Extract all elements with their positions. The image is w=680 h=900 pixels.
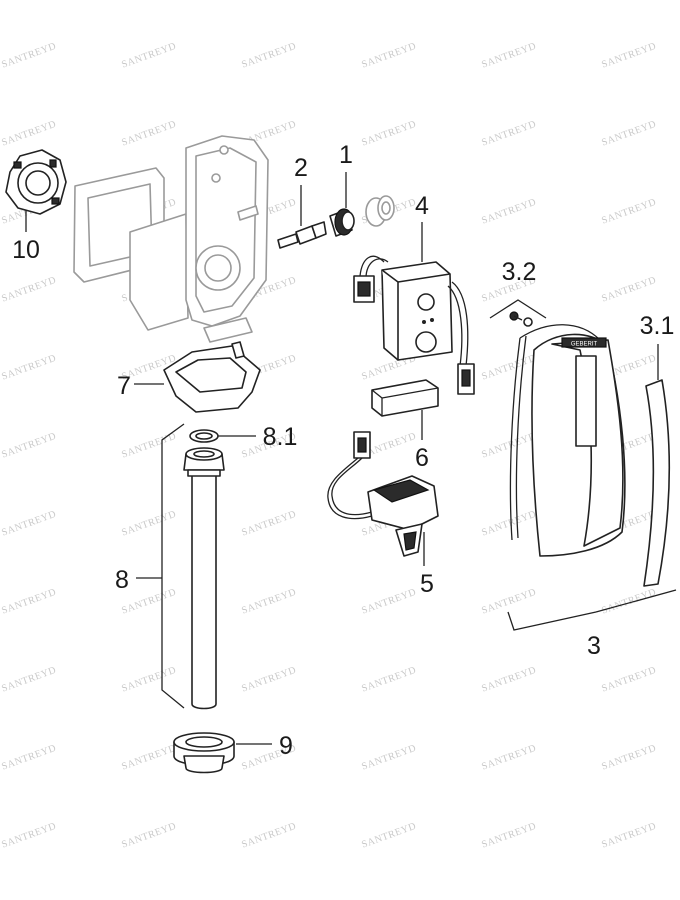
part-10-ring-nut bbox=[5, 149, 67, 215]
watermark-text: SANTREYD bbox=[0, 119, 58, 149]
label-1: 1 bbox=[339, 141, 353, 169]
watermark-text: SANTREYD bbox=[480, 743, 538, 773]
part-2-valve-pin bbox=[277, 221, 327, 249]
label-3-2: 3.2 bbox=[502, 258, 537, 286]
watermark-text: SANTREYD bbox=[240, 665, 298, 695]
part-3-2-screw bbox=[509, 311, 533, 327]
watermark-text: SANTREYD bbox=[120, 743, 178, 773]
watermark-text: SANTREYD bbox=[480, 509, 538, 539]
part-9-bushing bbox=[173, 732, 235, 774]
watermark-text: SANTREYD bbox=[600, 197, 658, 227]
watermark-text: SANTREYD bbox=[480, 119, 538, 149]
watermark-text: SANTREYD bbox=[120, 119, 178, 149]
watermark-text: SANTREYD bbox=[600, 119, 658, 149]
watermark-text: SANTREYD bbox=[600, 587, 658, 617]
watermark-text: SANTREYD bbox=[480, 431, 538, 461]
part-3-1-strip bbox=[643, 379, 671, 587]
watermark-text: SANTREYD bbox=[480, 587, 538, 617]
watermark-text: SANTREYD bbox=[360, 119, 418, 149]
watermark-text: SANTREYD bbox=[480, 665, 538, 695]
watermark-text: SANTREYD bbox=[0, 743, 58, 773]
watermark-text: SANTREYD bbox=[0, 509, 58, 539]
watermark-text: SANTREYD bbox=[360, 41, 418, 71]
watermark-text: SANTREYD bbox=[240, 821, 298, 851]
watermark-text: SANTREYD bbox=[480, 353, 538, 383]
watermark-text: SANTREYD bbox=[480, 821, 538, 851]
watermark-text: SANTREYD bbox=[600, 275, 658, 305]
watermark-text: SANTREYD bbox=[120, 587, 178, 617]
watermark-text: SANTREYD bbox=[600, 821, 658, 851]
label-3-1: 3.1 bbox=[640, 312, 675, 340]
label-2: 2 bbox=[294, 154, 308, 182]
part-4-control-housing bbox=[353, 255, 475, 395]
watermark-text: SANTREYD bbox=[0, 431, 58, 461]
watermark-text: SANTREYD bbox=[0, 587, 58, 617]
watermark-text: SANTREYD bbox=[0, 353, 58, 383]
fitting-ghost bbox=[365, 195, 395, 227]
watermark-text: SANTREYD bbox=[360, 587, 418, 617]
watermark-text: SANTREYD bbox=[0, 275, 58, 305]
watermark-text: SANTREYD bbox=[0, 41, 58, 71]
part-8-pipe bbox=[183, 447, 225, 710]
brand-logo: GEBERIT bbox=[571, 342, 598, 348]
watermark-text: SANTREYD bbox=[120, 665, 178, 695]
watermark-text: SANTREYD bbox=[600, 665, 658, 695]
watermark-text: SANTREYD bbox=[120, 41, 178, 71]
label-6: 6 bbox=[415, 444, 429, 472]
label-8: 8 bbox=[115, 566, 129, 594]
label-5: 5 bbox=[420, 570, 434, 598]
label-7: 7 bbox=[117, 372, 131, 400]
part-3-cover: GEBERIT bbox=[509, 324, 626, 557]
housing-frame-ghost bbox=[73, 135, 269, 343]
watermark-text: SANTREYD bbox=[120, 509, 178, 539]
label-4: 4 bbox=[415, 192, 429, 220]
watermark-text: SANTREYD bbox=[240, 587, 298, 617]
part-5-sensor-module bbox=[327, 431, 439, 557]
watermark-text: SANTREYD bbox=[480, 197, 538, 227]
part-1-coupling bbox=[329, 208, 355, 237]
watermark-text: SANTREYD bbox=[480, 41, 538, 71]
label-9: 9 bbox=[279, 732, 293, 760]
label-10: 10 bbox=[12, 236, 40, 264]
label-3: 3 bbox=[587, 632, 601, 660]
part-7-collar bbox=[163, 341, 261, 413]
watermark-text: SANTREYD bbox=[240, 41, 298, 71]
watermark-text: SANTREYD bbox=[120, 821, 178, 851]
watermark-text: SANTREYD bbox=[240, 509, 298, 539]
part-6-battery-block bbox=[371, 379, 439, 417]
watermark-text: SANTREYD bbox=[360, 665, 418, 695]
watermark-text: SANTREYD bbox=[600, 743, 658, 773]
watermark-text: SANTREYD bbox=[600, 41, 658, 71]
watermark-text: SANTREYD bbox=[0, 665, 58, 695]
watermark-text: SANTREYD bbox=[0, 821, 58, 851]
part-8-1-o-ring bbox=[189, 429, 219, 443]
watermark-text: SANTREYD bbox=[360, 821, 418, 851]
watermark-text: SANTREYD bbox=[360, 743, 418, 773]
label-8-1: 8.1 bbox=[263, 423, 298, 451]
